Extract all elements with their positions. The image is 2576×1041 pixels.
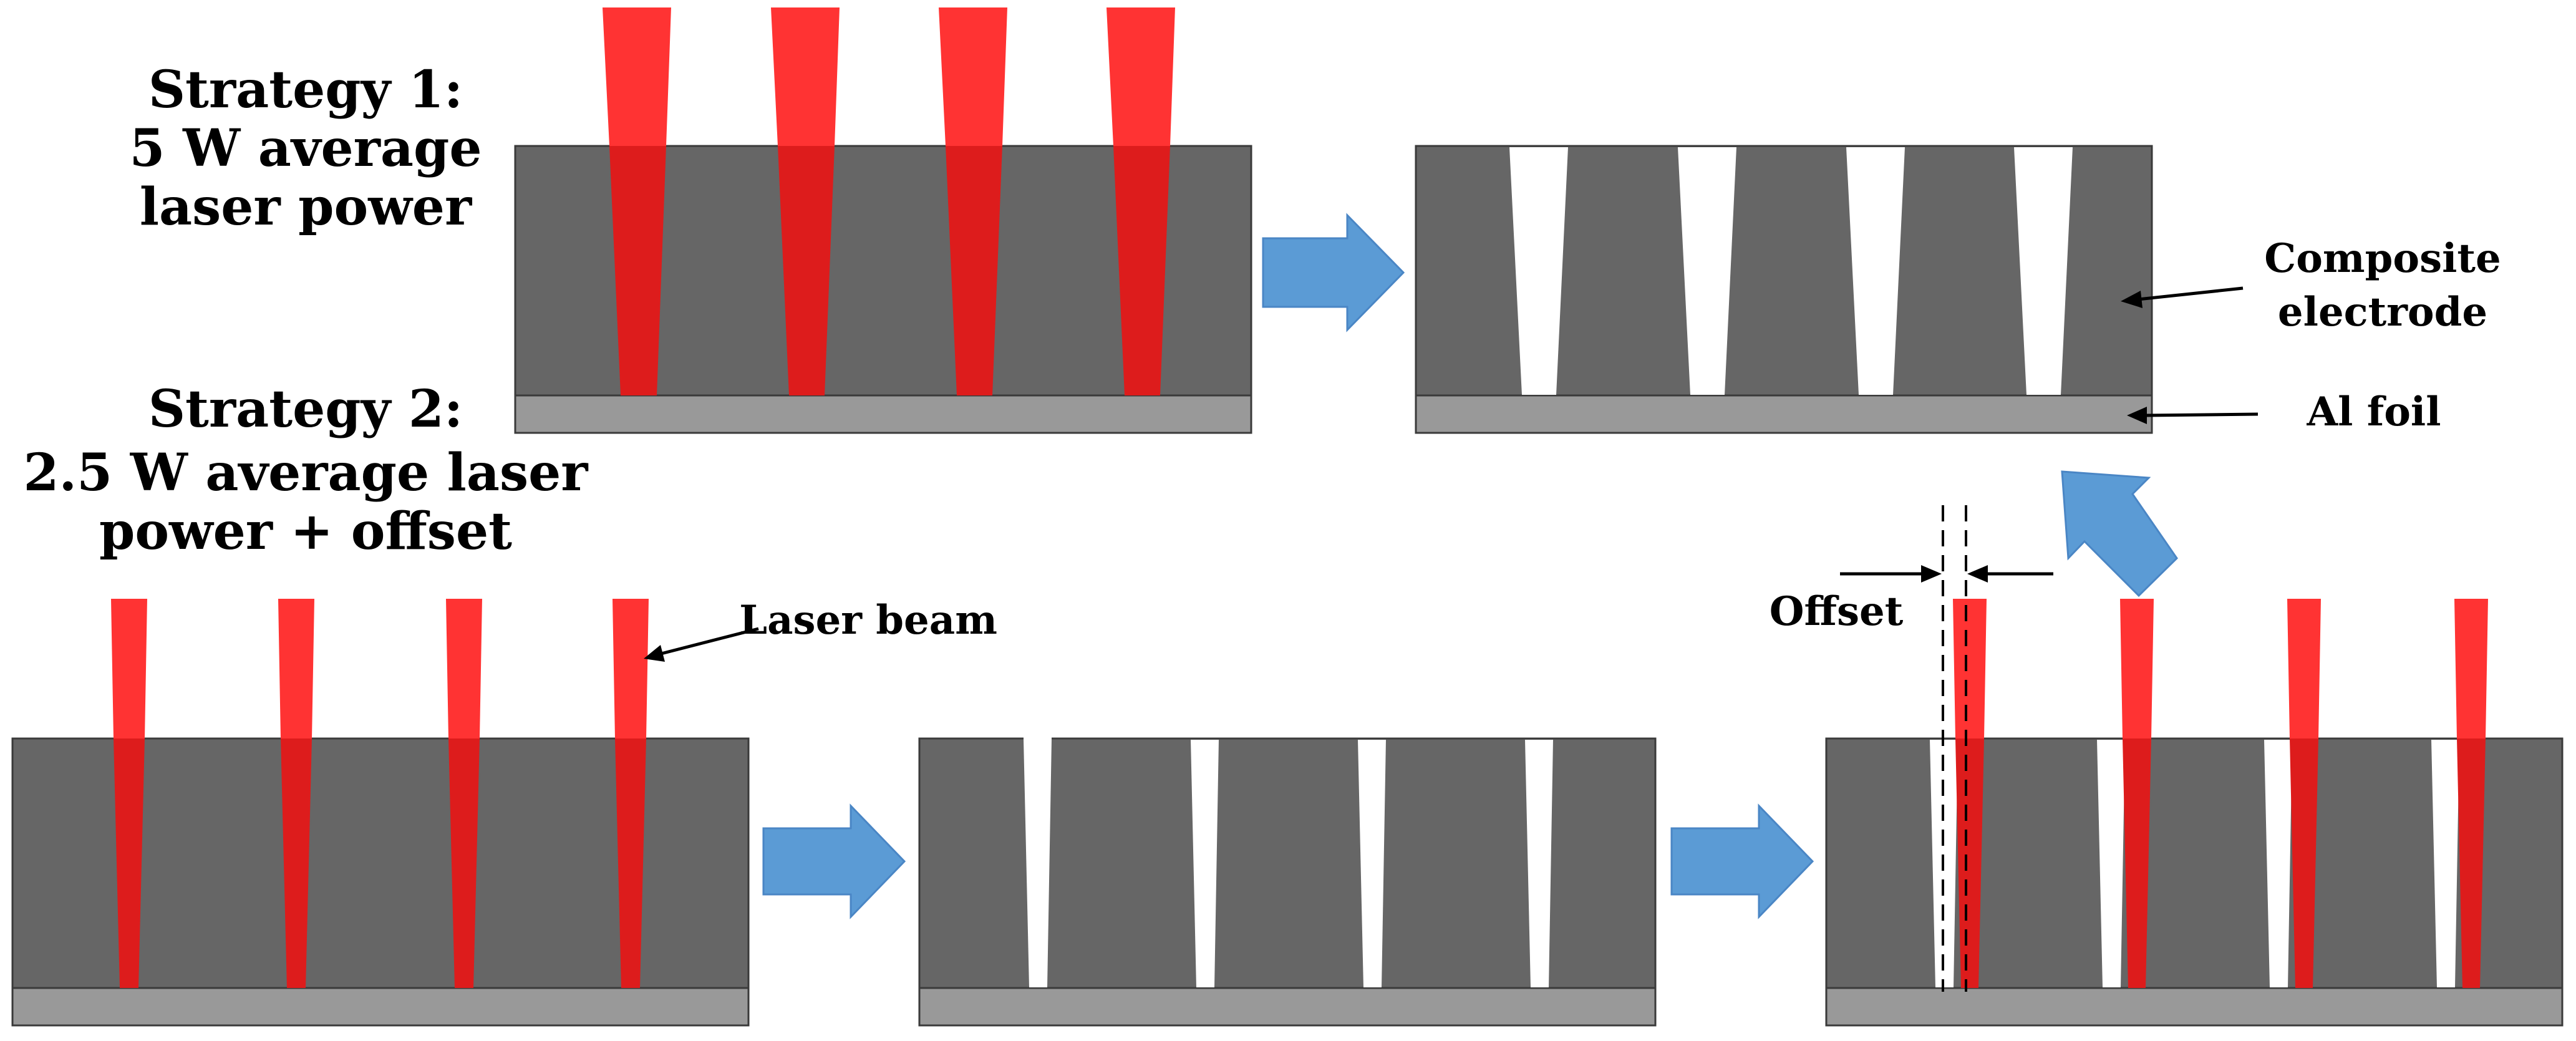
strategy1-title: Strategy 1:: [148, 60, 463, 120]
laser-beam: [111, 599, 147, 738]
laser-beam: [1106, 7, 1175, 146]
ablated-groove: [1024, 740, 1052, 987]
ablated-groove: [2431, 740, 2459, 987]
ablated-groove: [1678, 147, 1736, 395]
strategy1-line2: laser power: [140, 177, 473, 237]
strategy2-title: Strategy 2:: [148, 379, 463, 439]
laser-beam: [603, 7, 671, 146]
laser-beam: [1953, 599, 1987, 738]
ablated-groove: [2014, 147, 2073, 395]
laser-beam-in-electrode: [615, 738, 646, 988]
process-arrow-up-left: [2061, 470, 2178, 598]
laser-beam-in-electrode: [778, 146, 835, 395]
composite-electrode-label-line2: electrode: [2278, 289, 2487, 336]
composite-electrode-leader: [2138, 286, 2244, 301]
al-foil-layer: [1415, 394, 2153, 434]
laser-beam: [2120, 599, 2154, 738]
ablated-groove: [2097, 740, 2125, 987]
laser-beam-in-electrode: [1113, 146, 1170, 395]
laser-beam: [771, 7, 840, 146]
laser-beam-in-electrode: [946, 146, 1002, 395]
al-foil-layer: [11, 987, 750, 1027]
strategy1-line1: 5 W average: [129, 119, 482, 178]
strategy2-step2-panel: [918, 695, 1657, 1027]
laser-beam-leader: [661, 627, 759, 656]
strategy1-before-panel: [514, 7, 1252, 434]
laser-beam-in-electrode: [2457, 738, 2486, 988]
leader-arrowhead: [2121, 291, 2143, 308]
laser-beam-in-electrode: [1955, 738, 1984, 988]
ablated-groove: [1358, 740, 1386, 987]
al-foil-layer: [1825, 987, 2564, 1027]
laser-beam-in-electrode: [281, 738, 312, 988]
ablated-groove: [1846, 147, 1905, 395]
laser-beam-label: Laser beam: [739, 597, 997, 644]
laser-beam: [446, 599, 482, 738]
laser-beam: [278, 599, 314, 738]
process-arrow-right: [1262, 213, 1405, 332]
offset-arrowhead: [1967, 565, 1988, 583]
al-foil-label: Al foil: [2306, 389, 2441, 435]
strategy2-line1: 2.5 W average laser: [23, 443, 589, 503]
process-arrow-right: [1670, 803, 1814, 919]
ablated-groove: [1509, 147, 1568, 395]
offset-label: Offset: [1770, 588, 1904, 635]
process-arrow-right: [762, 803, 906, 919]
strategy2-line2: power + offset: [99, 501, 512, 561]
laser-trace: [1024, 695, 1052, 740]
laser-beam: [613, 599, 649, 738]
laser-beam-in-electrode: [609, 146, 666, 395]
laser-beam-in-electrode: [448, 738, 480, 988]
offset-arrowhead: [1921, 565, 1942, 583]
leader-arrowhead: [2127, 407, 2147, 424]
strategy2-step3-panel: [1825, 505, 2564, 1027]
laser-beam-in-electrode: [114, 738, 145, 988]
laser-beam: [2454, 599, 2488, 738]
leader-arrowhead: [644, 645, 665, 662]
ablated-groove: [2264, 740, 2292, 987]
laser-beam: [2287, 599, 2321, 738]
laser-beam: [939, 7, 1007, 146]
al-foil-layer: [514, 394, 1252, 434]
laser-beam-in-electrode: [2123, 738, 2151, 988]
al-foil-layer: [918, 987, 1657, 1027]
al-foil-leader: [2145, 412, 2259, 417]
ablated-groove: [1525, 740, 1553, 987]
composite-electrode-label-line1: Composite: [2264, 235, 2501, 282]
strategy2-step1-panel: [11, 599, 750, 1027]
strategy1-result-panel: [1415, 145, 2153, 434]
laser-beam-in-electrode: [2290, 738, 2318, 988]
ablated-groove: [1191, 740, 1219, 987]
